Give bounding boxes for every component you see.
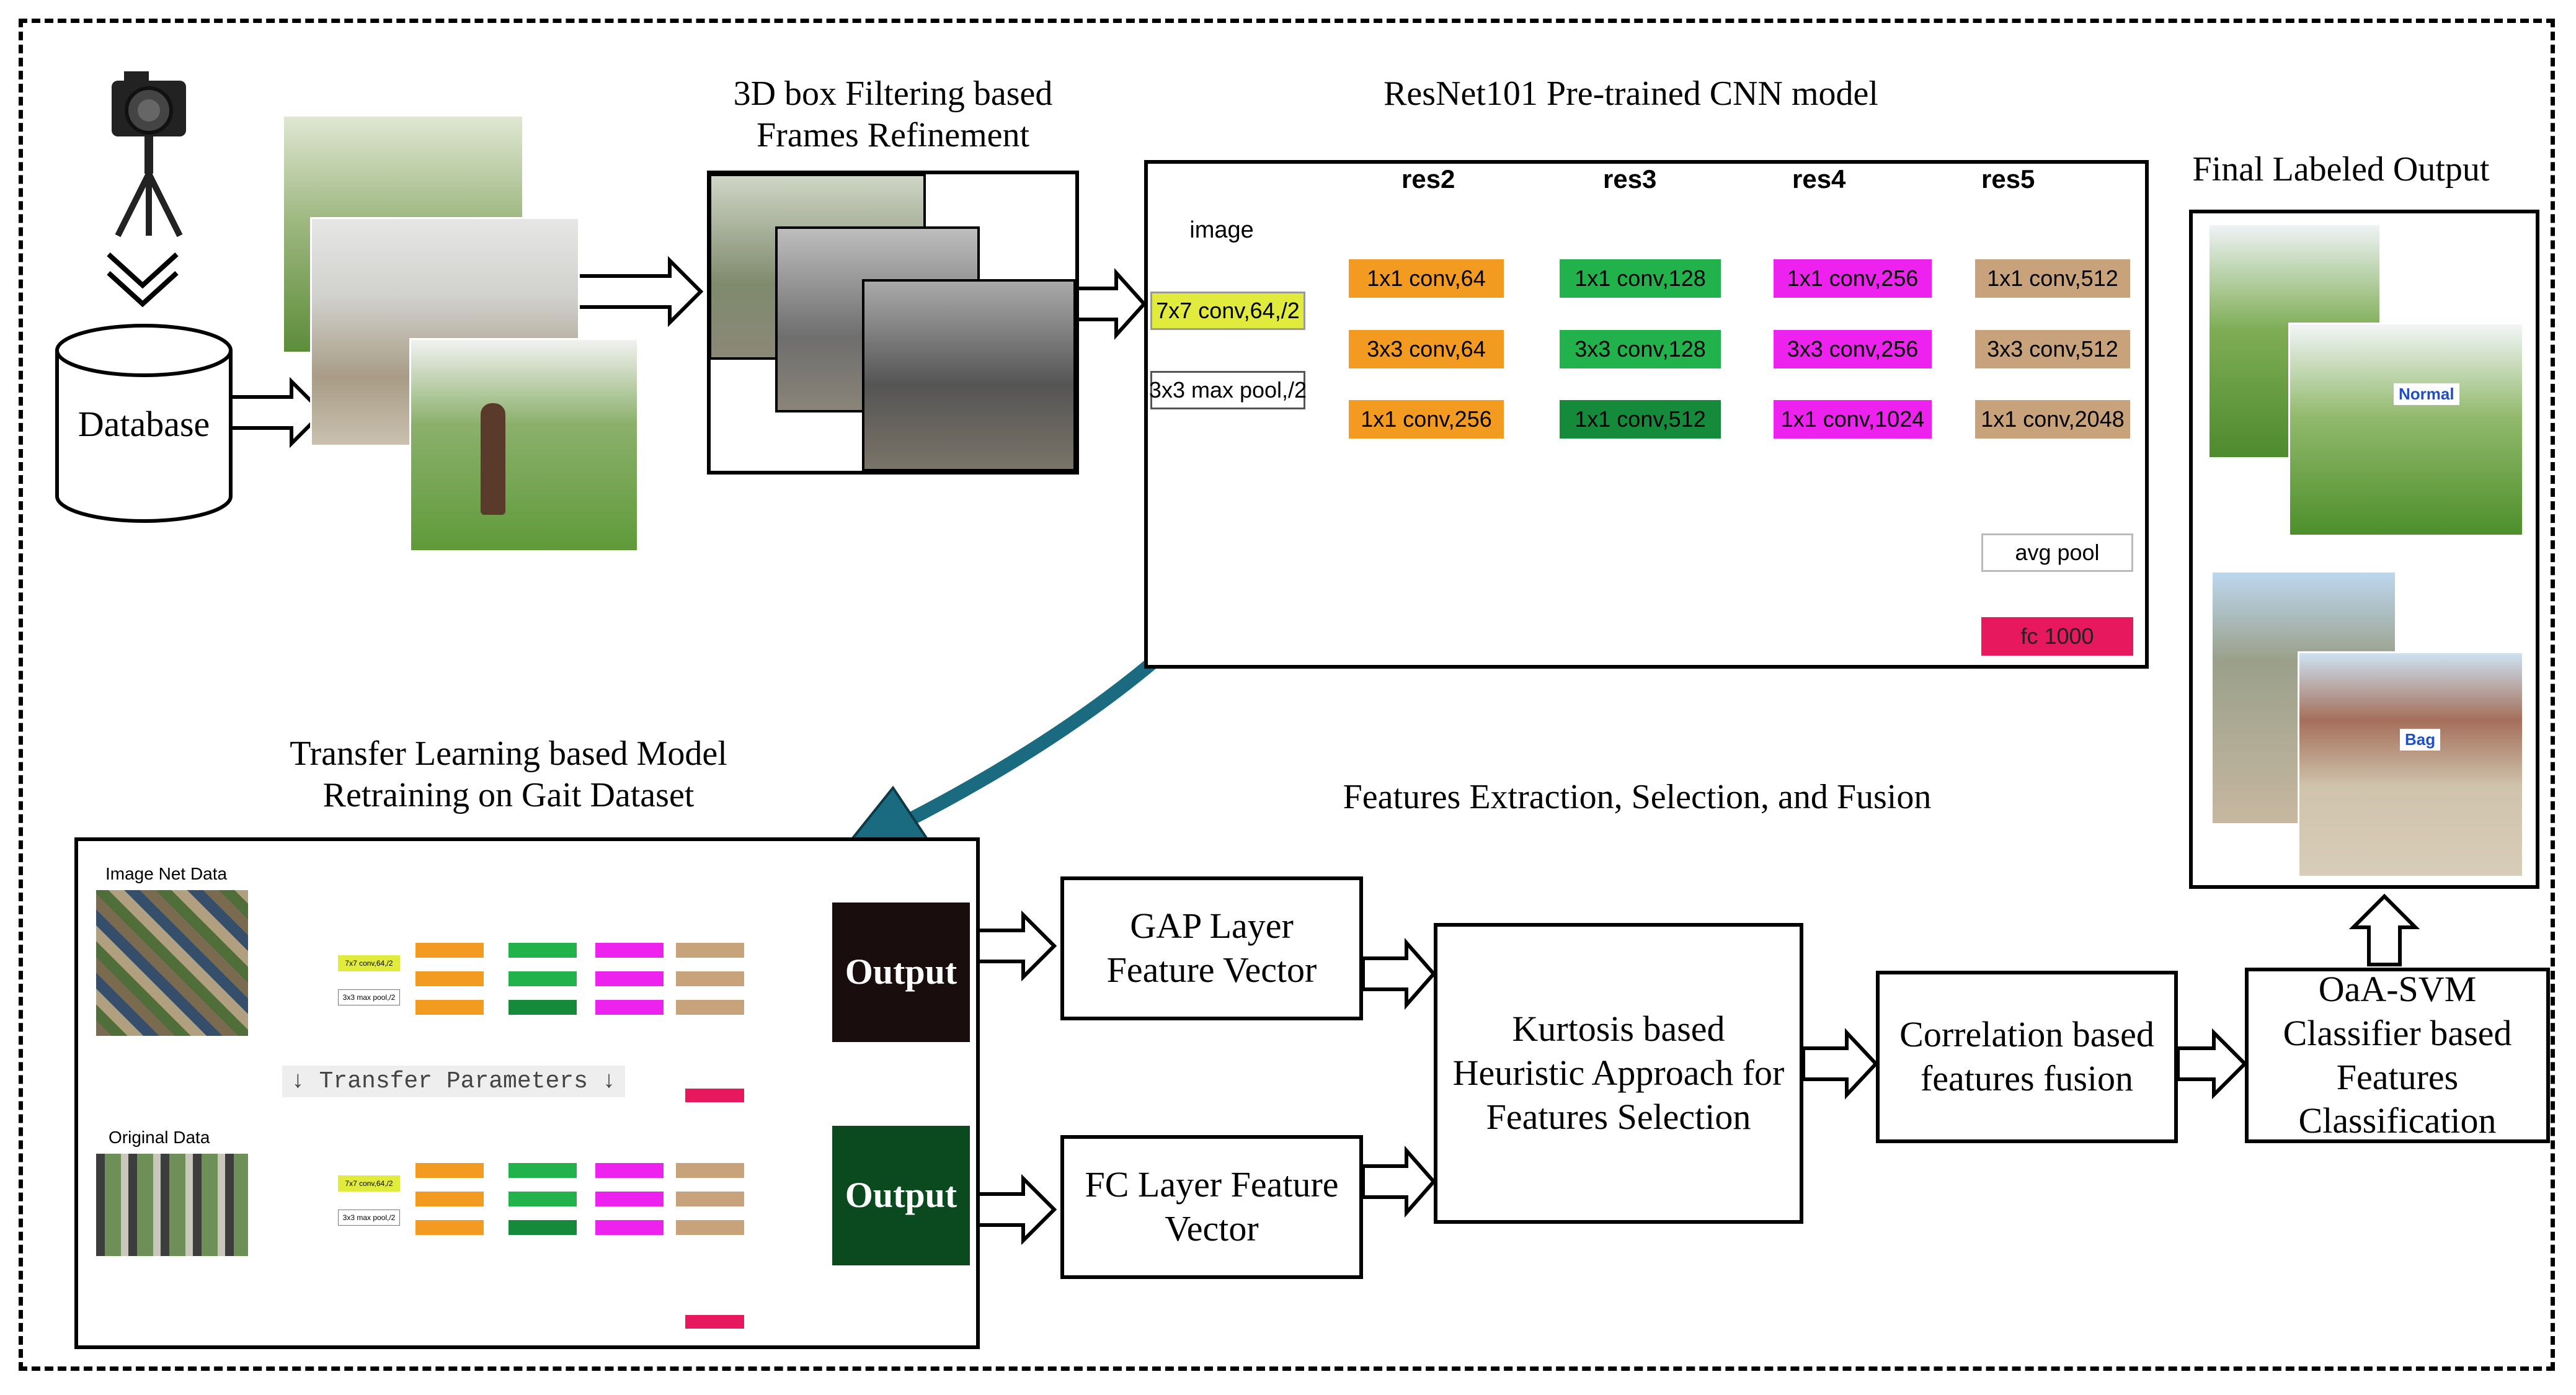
transfer-learning-title: Transfer Learning based Model Retraining…: [290, 734, 727, 815]
correlation-fusion-box: Correlation based features fusion: [1876, 971, 2178, 1143]
output-top-block: Output: [832, 903, 970, 1042]
kurtosis-selection-box: Kurtosis based Heuristic Approach for Fe…: [1434, 923, 1803, 1224]
res3-layer-1: 1x1 conv,128: [1560, 259, 1721, 298]
mini-net-bottom-pool: 3x3 max pool,/2: [338, 1210, 400, 1226]
res2-layer-1: 1x1 conv,64: [1349, 259, 1504, 298]
imagenet-thumbnail: [96, 890, 248, 1036]
mini-net-bottom-res2: [415, 1163, 484, 1237]
database-icon: [55, 324, 233, 523]
database-label: Database: [78, 404, 210, 444]
res4-label: res4: [1792, 164, 1846, 194]
features-stage-title: Features Extraction, Selection, and Fusi…: [1343, 778, 1932, 816]
res5-layer-3: 1x1 conv,2048: [1975, 400, 2130, 439]
stem-conv-box: 7x7 conv,64,/2: [1150, 292, 1305, 330]
res4-layer-3: 1x1 conv,1024: [1774, 400, 1932, 439]
mini-net-bottom-res5: [676, 1163, 744, 1237]
output-bottom-block: Output: [832, 1126, 970, 1265]
res2-label: res2: [1401, 164, 1455, 194]
resnet-title: ResNet101 Pre-trained CNN model: [1383, 74, 1878, 113]
mini-net-top-res3: [509, 943, 577, 1017]
mini-net-top-res5: [676, 943, 744, 1017]
res3-layer-2: 3x3 conv,128: [1560, 330, 1721, 368]
mini-net-bottom-fc: [685, 1315, 744, 1329]
mini-net-top-res2: [415, 943, 484, 1017]
stem-pool-box: 3x3 max pool,/2: [1149, 371, 1307, 409]
mini-net-top-res4: [595, 943, 664, 1017]
refined-frame-3: [862, 279, 1076, 471]
res5-layer-2: 3x3 conv,512: [1975, 330, 2130, 368]
bag-tag: Bag: [2400, 729, 2441, 751]
res2-layer-3: 1x1 conv,256: [1349, 400, 1504, 439]
normal-frame-front: [2288, 323, 2524, 537]
res3-label: res3: [1603, 164, 1657, 194]
oaa-svm-classifier-box: OaA-SVM Classifier based Features Classi…: [2245, 968, 2550, 1143]
frames-refinement-title: 3D box Filtering based Frames Refinement: [733, 74, 1053, 155]
outer-dashed-frame: [19, 19, 2555, 1371]
normal-tag: Normal: [2394, 383, 2459, 405]
raw-frame-3: [409, 338, 639, 552]
res4-layer-1: 1x1 conv,256: [1774, 259, 1932, 298]
chevron-down-icon: [107, 252, 179, 289]
bag-frame-front: [2298, 651, 2524, 878]
res4-layer-2: 3x3 conv,256: [1774, 330, 1932, 368]
res5-label: res5: [1981, 164, 2035, 194]
mini-net-top-fc: [685, 1089, 744, 1102]
original-data-label: Original Data: [109, 1128, 210, 1147]
walking-person: [481, 403, 505, 515]
fc-1000-box: fc 1000: [1981, 617, 2133, 656]
res2-layer-2: 3x3 conv,64: [1349, 330, 1504, 368]
mini-net-top-pool: 3x3 max pool,/2: [338, 989, 400, 1005]
avg-pool-box: avg pool: [1981, 533, 2133, 572]
res3-layer-3: 1x1 conv,512: [1560, 400, 1721, 439]
mini-net-bottom-stem: 7x7 conv,64,/2: [338, 1175, 400, 1192]
hollow-arrows: [229, 256, 2420, 1246]
mini-net-top-stem: 7x7 conv,64,/2: [338, 955, 400, 971]
original-data-thumbnail: [96, 1154, 248, 1256]
imagenet-label: Image Net Data: [105, 864, 228, 883]
resnet-input-label: image: [1189, 217, 1254, 243]
res5-layer-1: 1x1 conv,512: [1975, 259, 2130, 298]
mini-net-bottom-res4: [595, 1163, 664, 1237]
mini-net-bottom-res3: [509, 1163, 577, 1237]
fc-feature-vector-box: FC Layer Feature Vector: [1060, 1135, 1363, 1279]
gap-feature-vector-box: GAP Layer Feature Vector: [1060, 876, 1363, 1020]
final-output-title: Final Labeled Output: [2192, 150, 2490, 189]
camera-icon: [112, 71, 186, 238]
transfer-parameters-label: ↓ Transfer Parameters ↓: [282, 1066, 625, 1097]
